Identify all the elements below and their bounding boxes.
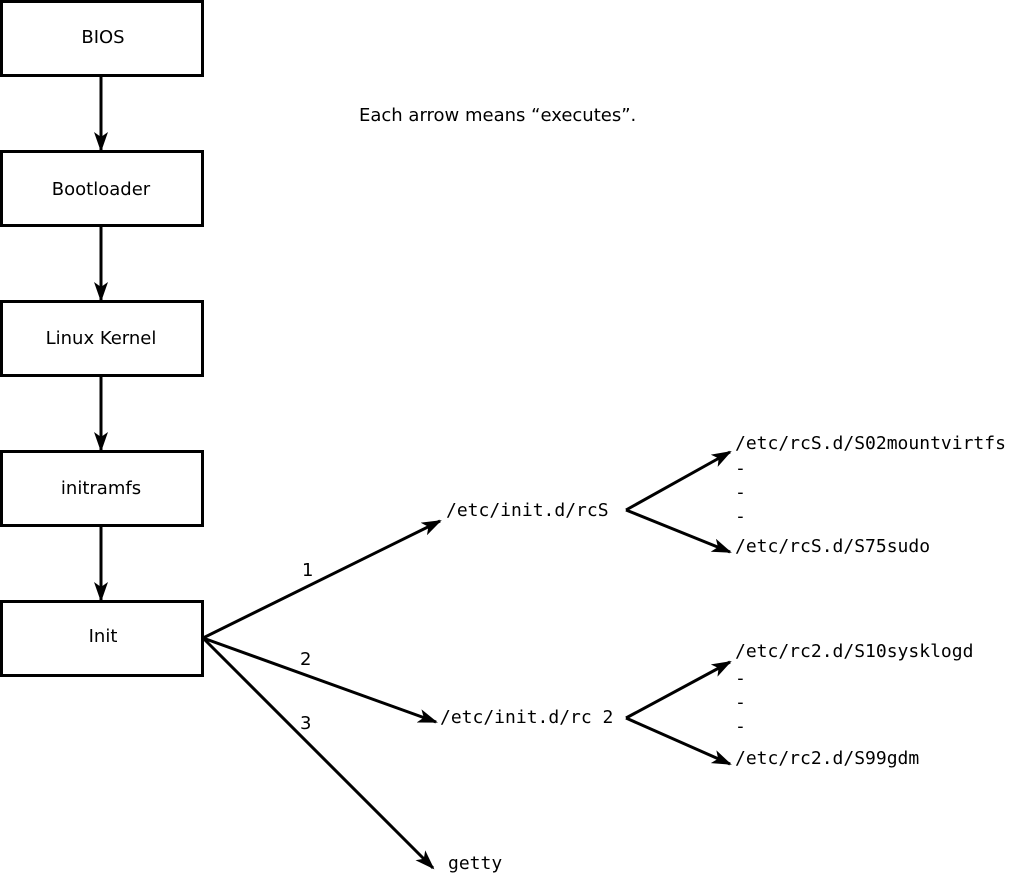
rcs-target-label: /etc/init.d/rcS bbox=[446, 500, 609, 521]
kernel-label: Linux Kernel bbox=[46, 328, 157, 349]
rc2-script-dash-2: - bbox=[735, 692, 746, 713]
initramfs-box bbox=[0, 450, 204, 527]
init-label: Init bbox=[89, 626, 118, 647]
arrow-rc2-to-first-script bbox=[625, 660, 732, 720]
rc2-target-label: /etc/init.d/rc 2 bbox=[440, 707, 613, 728]
edge-label-1: 1 bbox=[302, 560, 313, 581]
rcs-script-dash-1: - bbox=[735, 458, 746, 479]
arrow-rc2-to-last-script bbox=[625, 716, 732, 766]
getty-target-label: getty bbox=[448, 853, 502, 874]
legend-note: Each arrow means “executes”. bbox=[359, 105, 636, 126]
edge-label-3: 3 bbox=[300, 713, 311, 734]
init-box bbox=[0, 600, 204, 677]
bios-node: BIOS bbox=[0, 0, 204, 77]
rc2-script-last: /etc/rc2.d/S99gdm bbox=[735, 748, 919, 769]
rcs-script-dash-3: - bbox=[735, 506, 746, 527]
bootloader-node: Bootloader bbox=[0, 150, 204, 227]
bootloader-box bbox=[0, 150, 204, 227]
arrow-rcs-to-first-script bbox=[625, 450, 732, 512]
kernel-node: Linux Kernel bbox=[0, 300, 204, 377]
rc2-script-first: /etc/rc2.d/S10sysklogd bbox=[735, 641, 973, 662]
init-node: Init bbox=[0, 600, 204, 677]
arrow-rcs-to-last-script bbox=[625, 508, 732, 554]
rcs-script-first: /etc/rcS.d/S02mountvirtfs bbox=[735, 433, 1006, 454]
rc2-script-dash-1: - bbox=[735, 668, 746, 689]
arrow-init-to-rc2 bbox=[202, 636, 438, 724]
bios-box bbox=[0, 0, 204, 77]
edge-label-2: 2 bbox=[300, 649, 311, 670]
arrow-init-to-getty bbox=[201, 636, 435, 870]
initramfs-label: initramfs bbox=[61, 478, 141, 499]
rcs-script-last: /etc/rcS.d/S75sudo bbox=[735, 536, 930, 557]
rc2-script-dash-3: - bbox=[735, 716, 746, 737]
bootloader-label: Bootloader bbox=[52, 179, 151, 200]
bios-label: BIOS bbox=[81, 27, 124, 48]
arrow-init-to-rcs bbox=[202, 519, 442, 640]
initramfs-node: initramfs bbox=[0, 450, 204, 527]
rcs-script-dash-2: - bbox=[735, 482, 746, 503]
